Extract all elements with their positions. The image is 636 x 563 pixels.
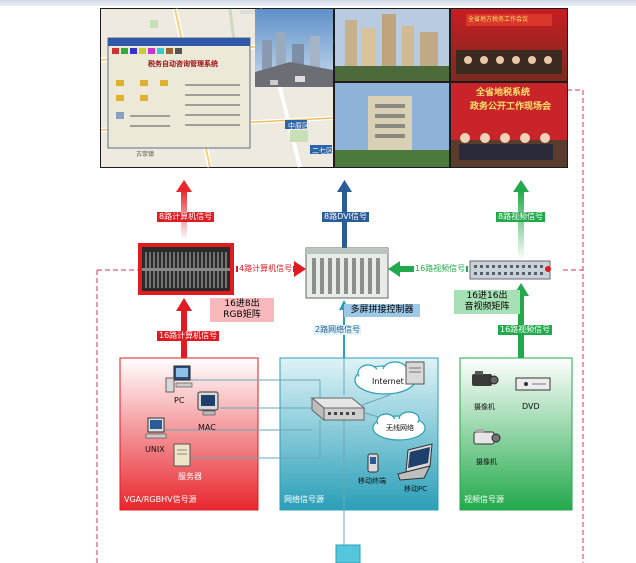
dvd-label: DVD xyxy=(522,402,540,411)
network-source-title: 网络信号源 xyxy=(284,495,324,504)
server-icon xyxy=(173,443,191,467)
vga-source-box xyxy=(119,357,259,511)
green-up-arrow xyxy=(513,180,529,260)
software-window-title: 税务自动咨询管理系统 xyxy=(148,60,218,68)
dashed-frame xyxy=(96,89,584,563)
label-green-left: 16路视频信号 xyxy=(414,264,467,274)
web-server-icon xyxy=(405,361,425,385)
camera-icon-1 xyxy=(472,371,499,386)
vga-source-title: VGA/RGBHV信号源 xyxy=(124,495,197,504)
internet-label: Internet xyxy=(372,377,404,386)
label-blue-in: 2路网络信号 xyxy=(314,325,362,335)
mobile-label: 移动终端 xyxy=(358,477,386,485)
banner-text-2: 政务公开工作现场会 xyxy=(470,102,552,112)
camera2-label: 摄像机 xyxy=(476,458,497,466)
skyline-photo xyxy=(335,9,449,81)
mac-icon xyxy=(197,391,219,416)
internet-cloud-icon xyxy=(354,361,416,395)
rgb-matrix-label: 16进8出 RGB矩阵 xyxy=(210,298,274,322)
video-source-title: 视频信号源 xyxy=(464,495,504,504)
map-label-erqi: 二七区 xyxy=(312,147,333,155)
wireless-cloud-icon xyxy=(372,411,426,441)
mobile-device-icon xyxy=(367,453,379,473)
label-green-up: 8路视频信号 xyxy=(496,212,546,222)
unix-icon xyxy=(145,417,167,439)
controller-label: 多屏拼接控制器 xyxy=(344,304,420,317)
av-matrix-device xyxy=(469,260,551,280)
dvd-player-icon xyxy=(515,377,551,391)
red-input-arrow xyxy=(176,298,192,358)
software-window xyxy=(107,37,251,149)
mac-label: MAC xyxy=(198,423,216,432)
label-red-in: 16路计算机信号 xyxy=(157,331,220,341)
rgb-matrix-device xyxy=(138,243,234,295)
building-photo xyxy=(335,83,449,167)
window-top-strip xyxy=(0,0,636,6)
server-label: 服务器 xyxy=(178,472,202,481)
wireless-label: 无线网络 xyxy=(386,424,414,432)
switch-icon xyxy=(310,396,366,422)
meeting-photo-top xyxy=(451,9,567,81)
map-label-guxing: 古荥镇 xyxy=(136,151,155,158)
banner-small-text: 全省地方税务工作会议 xyxy=(468,16,529,23)
laptop-icon xyxy=(397,443,433,481)
mobile-pc-label: 移动PC xyxy=(404,485,428,493)
banner-text-1: 全省地税系统 xyxy=(476,88,531,98)
label-red-right: 4路计算机信号 xyxy=(238,264,294,274)
connection-lines xyxy=(165,358,396,545)
pc-icon xyxy=(165,365,193,393)
video-wall xyxy=(100,8,568,168)
bottom-connector xyxy=(335,544,361,563)
label-red-up: 8路计算机信号 xyxy=(157,212,215,222)
label-blue-up: 8路DVI信号 xyxy=(322,212,369,222)
pc-label: PC xyxy=(174,396,185,405)
city-photo xyxy=(255,9,333,87)
camera-icon-2 xyxy=(473,429,501,445)
red-up-arrow xyxy=(176,180,192,240)
camera1-label: 摄像机 xyxy=(474,403,495,411)
map-label-zhongyuan: 中原区 xyxy=(288,122,309,130)
unix-label: UNIX xyxy=(145,445,165,454)
label-green-in: 16路视频信号 xyxy=(498,325,553,335)
conference-photo xyxy=(451,83,567,167)
av-matrix-label: 16进16出 音视频矩阵 xyxy=(454,290,520,314)
controller-device xyxy=(305,247,389,299)
